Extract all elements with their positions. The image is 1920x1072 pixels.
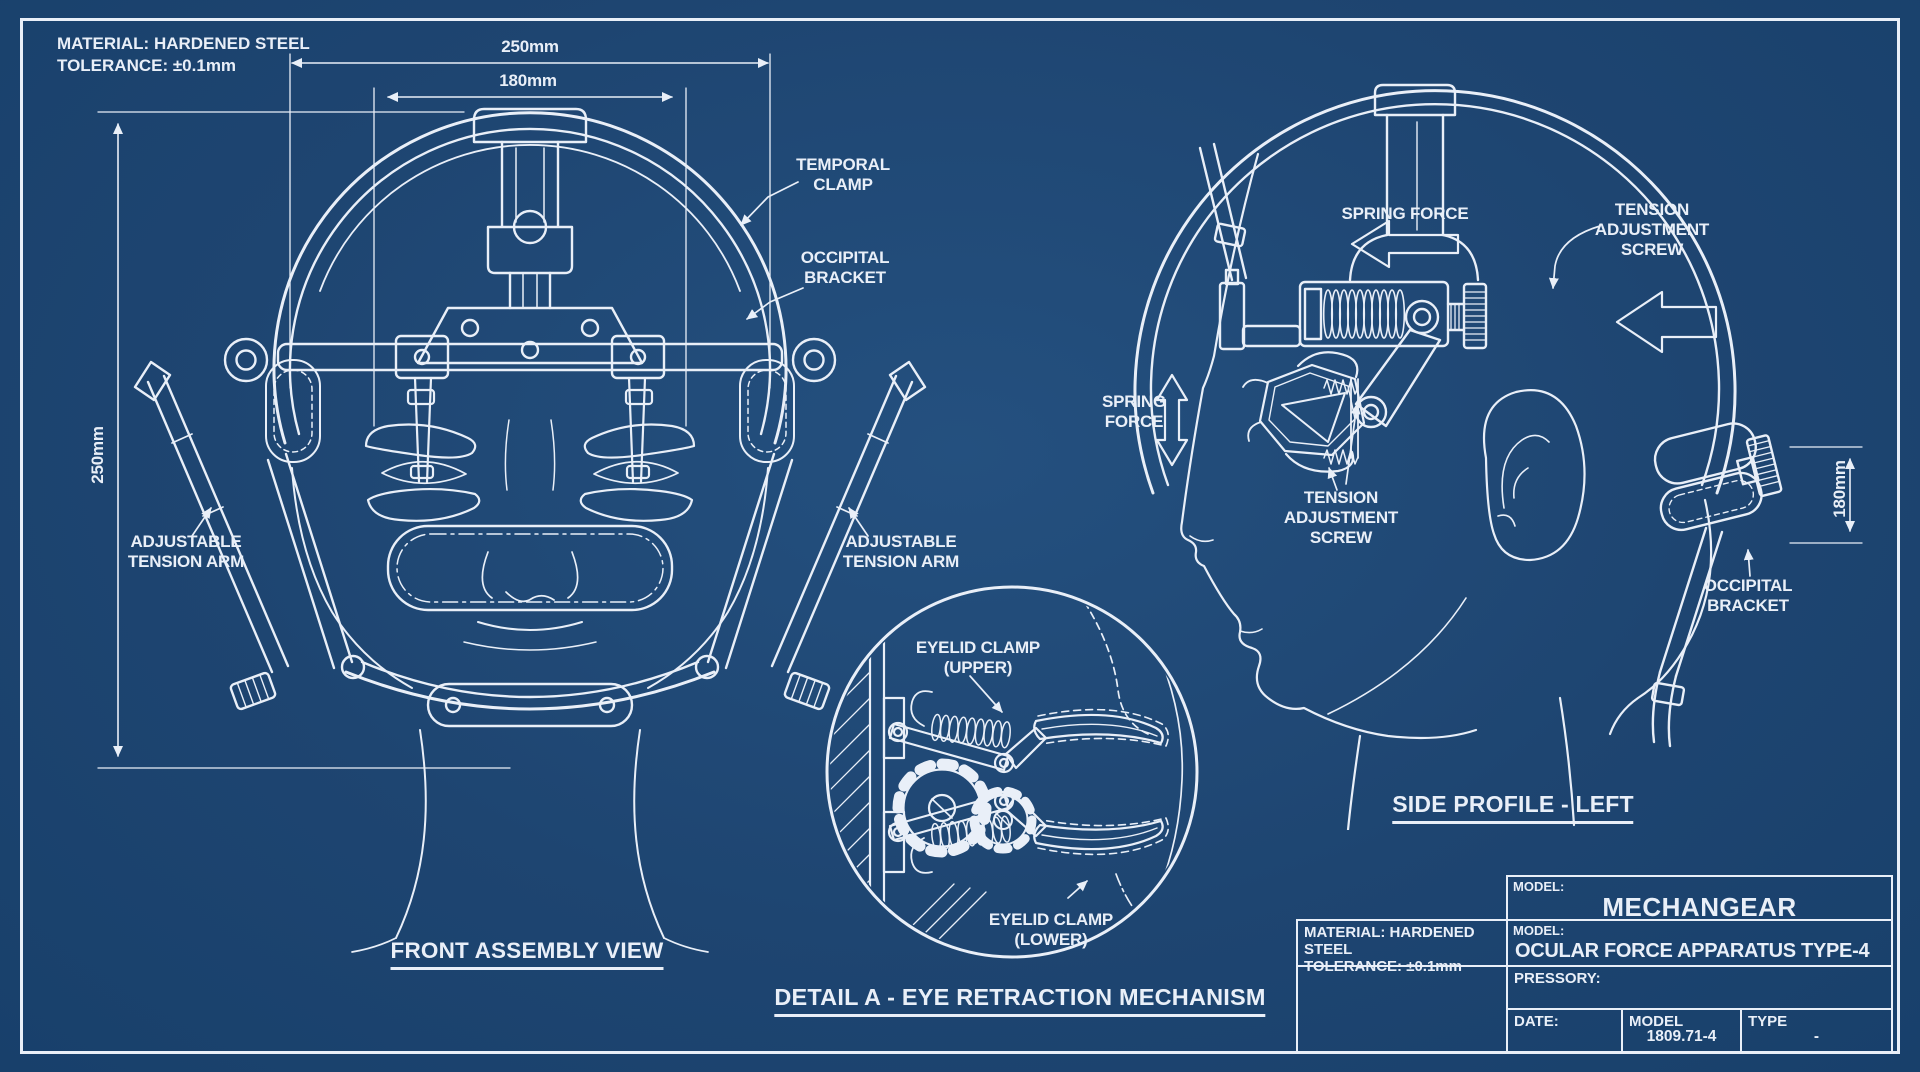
- title-block-model2-cell: MODEL: OCULAR FORCE APPARATUS TYPE-4: [1506, 919, 1893, 967]
- model-value: MECHANGEAR: [1602, 892, 1797, 922]
- side-crown-post: [1348, 83, 1480, 282]
- front-dimension-lines: [97, 53, 771, 769]
- title-block-empty-cell: [1296, 965, 1508, 1053]
- label-spring-force-side: SPRING FORCE: [1102, 392, 1166, 432]
- detail-eye-contours: [1077, 591, 1184, 941]
- title-block-part-cell: MODEL 1809.71-4: [1621, 1008, 1742, 1053]
- part-label: MODEL: [1629, 1013, 1684, 1030]
- front-view-title: FRONT ASSEMBLY VIEW: [390, 938, 664, 970]
- dim-180mm-top: 180mm: [499, 71, 557, 90]
- title-block-date-cell: DATE:: [1506, 1008, 1623, 1053]
- model2-label: MODEL:: [1513, 923, 1565, 938]
- detail-upper-clamp-arm: [887, 690, 1170, 774]
- upper-spring: [931, 713, 1011, 749]
- model2-value: OCULAR FORCE APPARATUS TYPE-4: [1515, 940, 1870, 962]
- label-occipital-bracket-side: OCCIPITAL BRACKET: [1703, 576, 1793, 616]
- knurl-knob-left: [229, 671, 277, 711]
- label-eyelid-clamp-upper: EYELID CLAMP (UPPER): [915, 638, 1041, 678]
- lower-spring: [931, 815, 1011, 851]
- title-block: MODEL: MECHANGEAR MATERIAL: HARDENED STE…: [1296, 875, 1894, 1053]
- label-eyelid-clamp-lower: EYELID CLAMP (LOWER): [988, 910, 1114, 950]
- tolerance-note-line: TOLERANCE: ±0.1mm: [57, 56, 237, 76]
- detail-a-drawing: [825, 585, 1199, 959]
- side-force-arrows: [1155, 219, 1718, 467]
- front-brow-bar: [276, 334, 784, 380]
- label-tension-arm-right: ADJUSTABLE TENSION ARM: [842, 532, 960, 572]
- side-halo-band: [1133, 89, 1737, 495]
- tension-screw-knurl: [1462, 282, 1488, 350]
- label-tension-screw-bottom: TENSION ADJUSTMENT SCREW: [1283, 488, 1399, 548]
- side-dimension-lines: [1789, 446, 1863, 544]
- model-label: MODEL:: [1513, 879, 1565, 894]
- front-jaw-assembly: [229, 452, 831, 728]
- title-block-type-cell: TYPE -: [1740, 1008, 1893, 1053]
- front-face-outline: [265, 359, 795, 953]
- label-spring-force-top: SPRING FORCE: [1341, 204, 1469, 223]
- detail-gears: [892, 758, 1037, 858]
- dim-180mm-side: 180mm: [1829, 460, 1849, 518]
- side-eye-clamp: [1242, 351, 1366, 473]
- side-profile-drawing: [1133, 83, 1863, 830]
- type-value: -: [1813, 1028, 1820, 1045]
- label-tension-screw-top: TENSION ADJUSTMENT SCREW: [1594, 200, 1710, 260]
- title-block-material-cell: MATERIAL: HARDENED STEEL TOLERANCE: ±0.1…: [1296, 919, 1508, 975]
- front-leader-lines: [191, 181, 869, 537]
- detail-lower-clamp-arm: [887, 790, 1170, 874]
- side-leader-lines: [1327, 225, 1754, 577]
- part-value: 1809.71-4: [1646, 1028, 1717, 1045]
- knurl-knob-right: [783, 671, 831, 711]
- title-block-pressory-cell: PRESSORY:: [1506, 965, 1893, 1010]
- front-crown-post: [416, 107, 644, 365]
- dim-250mm-left: 250mm: [87, 426, 107, 484]
- label-temporal-clamp: TEMPORAL CLAMP: [796, 155, 890, 195]
- side-view-title: SIDE PROFILE - LEFT: [1392, 791, 1634, 824]
- material-note-line: MATERIAL: HARDENED STEEL: [57, 34, 310, 53]
- coil-spring: [1322, 289, 1406, 339]
- detail-wall-mount: [830, 593, 987, 949]
- pressory-label: PRESSORY:: [1514, 970, 1601, 987]
- detail-leader-lines: [969, 675, 1088, 899]
- detail-view-title: DETAIL A - EYE RETRACTION MECHANISM: [774, 984, 1266, 1017]
- detail-circle-boundary: [825, 585, 1199, 959]
- front-halo-band: [223, 111, 837, 445]
- title-block-model-cell: MODEL: MECHANGEAR: [1506, 875, 1893, 922]
- material-line1: MATERIAL: HARDENED STEEL: [1304, 924, 1475, 958]
- dim-250mm-top: 250mm: [501, 37, 559, 56]
- label-occipital-bracket-front: OCCIPITAL BRACKET: [800, 248, 890, 288]
- side-spring-housing: [1198, 142, 1488, 429]
- material-tolerance-note: MATERIAL: HARDENED STEEL TOLERANCE: ±0.1…: [57, 33, 310, 77]
- label-tension-arm-left: ADJUSTABLE TENSION ARM: [127, 532, 245, 572]
- front-tension-rods: [133, 360, 927, 674]
- side-occipital-bracket: [1650, 422, 1783, 748]
- type-label: TYPE: [1748, 1013, 1788, 1030]
- front-eye-retractors: [364, 376, 696, 522]
- date-label: DATE:: [1514, 1013, 1559, 1030]
- sheet-border: [20, 18, 1900, 1054]
- front-assembly-drawing: [97, 53, 927, 953]
- side-face-profile: [1180, 152, 1713, 830]
